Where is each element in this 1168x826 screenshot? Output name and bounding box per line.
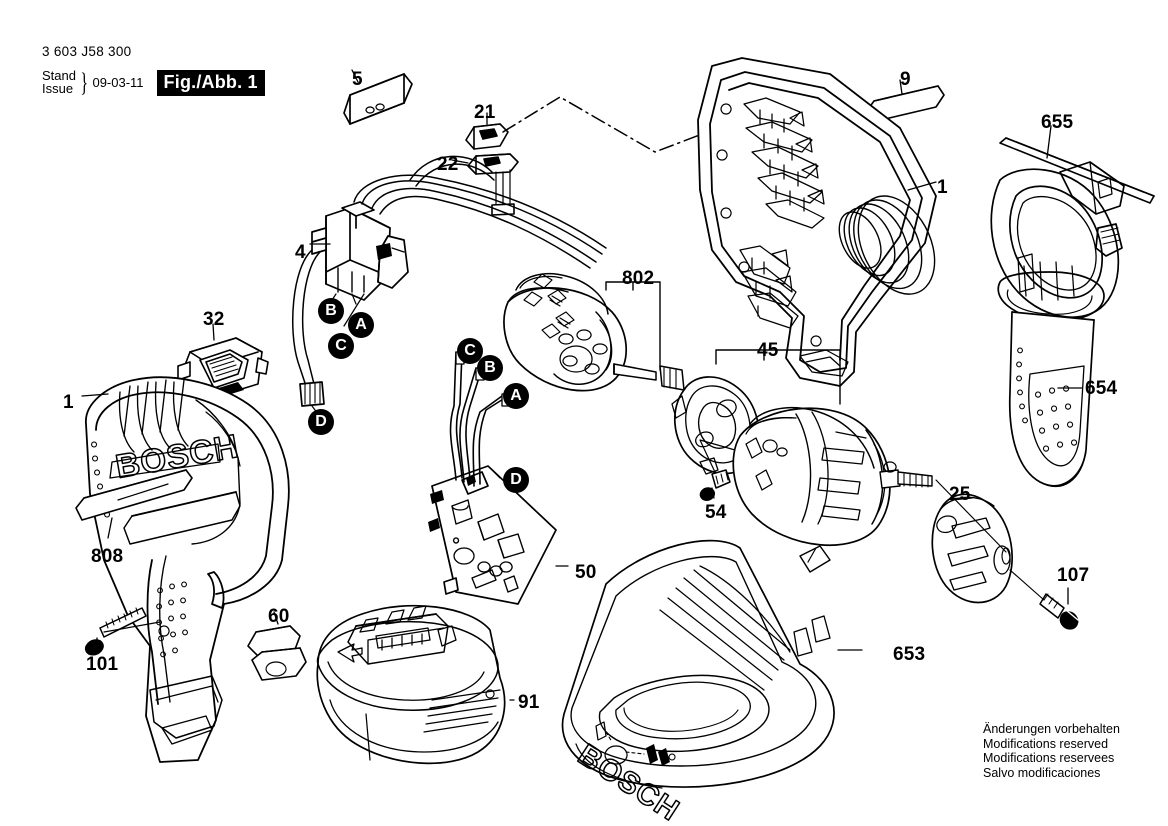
stand-label: Stand [42, 68, 76, 83]
connector-bubble-b: B [477, 355, 503, 381]
part-91-battery-pack [316, 604, 506, 765]
part-50-circuit-board [428, 351, 557, 605]
callout-101: 101 [86, 654, 119, 675]
part-54-screw [699, 469, 731, 501]
leader-802-bracket [605, 281, 661, 371]
leader-54 [711, 487, 715, 499]
callout-107: 107 [1057, 565, 1090, 586]
connector-bubble-d: D [308, 409, 334, 435]
disclaimer-en: Modifications reserved [983, 736, 1109, 751]
callout-45: 45 [757, 340, 779, 361]
callout-9: 9 [900, 69, 911, 90]
callout-655: 655 [1041, 112, 1074, 133]
callout-91: 91 [518, 692, 540, 713]
part-60-belt-clip [247, 625, 307, 681]
gearbox-assembly [732, 406, 933, 546]
part-101-screw [85, 607, 147, 656]
connector-bubble-c: C [328, 333, 354, 359]
connector-bubble-a: A [503, 383, 529, 409]
issue-date: 09-03-11 [92, 75, 144, 90]
connector-bubble-d: D [503, 467, 529, 493]
disclaimer-es: Salvo modificaciones [983, 765, 1101, 780]
issue-label: Issue [42, 80, 74, 96]
callout-60: 60 [268, 606, 290, 627]
leader-655 [1046, 125, 1052, 159]
part-653-charger [561, 539, 835, 789]
document-header: 3 603 J58 300 Stand Issue } 09-03-11 Fig… [42, 45, 265, 96]
leader-45-bracket [715, 349, 841, 405]
part-655-depth-rod [999, 137, 1155, 204]
disclaimer-de: Änderungen vorbehalten [983, 722, 1120, 736]
callout-21: 21 [474, 102, 496, 123]
brace-glyph: } [80, 68, 89, 97]
leader-5 [351, 69, 359, 83]
leader-60 [273, 611, 279, 625]
part-22-contact-plate [467, 153, 519, 216]
leader-101-pointer [103, 621, 161, 633]
disclaimer-block: Änderungen vorbehalten Modifications res… [983, 722, 1120, 780]
callout-1: 1 [937, 177, 948, 198]
callout-54: 54 [705, 502, 727, 523]
part-5-nameplate [343, 73, 413, 125]
disclaimer-fr: Modifications reservees [983, 751, 1115, 766]
part-654-aux-handle [990, 161, 1125, 488]
leader-808-pointer [117, 483, 169, 501]
callout-25: 25 [949, 484, 971, 505]
leader-25-axis [935, 479, 1007, 553]
callout-1: 1 [63, 392, 74, 413]
leader-1-left [81, 393, 109, 397]
leader-1-right [907, 181, 937, 191]
leader-32 [212, 323, 215, 341]
callout-802: 802 [622, 268, 655, 289]
callout-32: 32 [203, 309, 225, 330]
part-number: 3 603 J58 300 [42, 44, 132, 59]
part-4-switch-assembly [291, 155, 607, 407]
callout-50: 50 [575, 562, 597, 583]
part-107-screw [1039, 593, 1079, 630]
stand-issue-label: Stand Issue [42, 68, 76, 96]
leader-107-pointer [1009, 569, 1045, 601]
callout-808: 808 [91, 546, 124, 567]
connector-bubble-b: B [318, 298, 344, 324]
leader-808 [107, 517, 113, 539]
part-1-housing-left [85, 376, 290, 763]
callout-4: 4 [295, 242, 306, 263]
callout-22: 22 [437, 154, 459, 175]
callout-654: 654 [1085, 378, 1118, 399]
part-21-slide-switch [465, 123, 509, 150]
leader-9 [899, 79, 903, 95]
assembly-centerline [502, 96, 761, 153]
part-802-motor [503, 272, 685, 392]
leader-22 [451, 159, 469, 164]
figure-badge: Fig./Abb. 1 [156, 69, 265, 96]
callout-653: 653 [893, 644, 926, 665]
callout-5: 5 [352, 69, 363, 90]
part-25-chuck [931, 493, 1013, 604]
connector-bubble-a: A [348, 312, 374, 338]
leader-54-pointer [699, 439, 743, 471]
